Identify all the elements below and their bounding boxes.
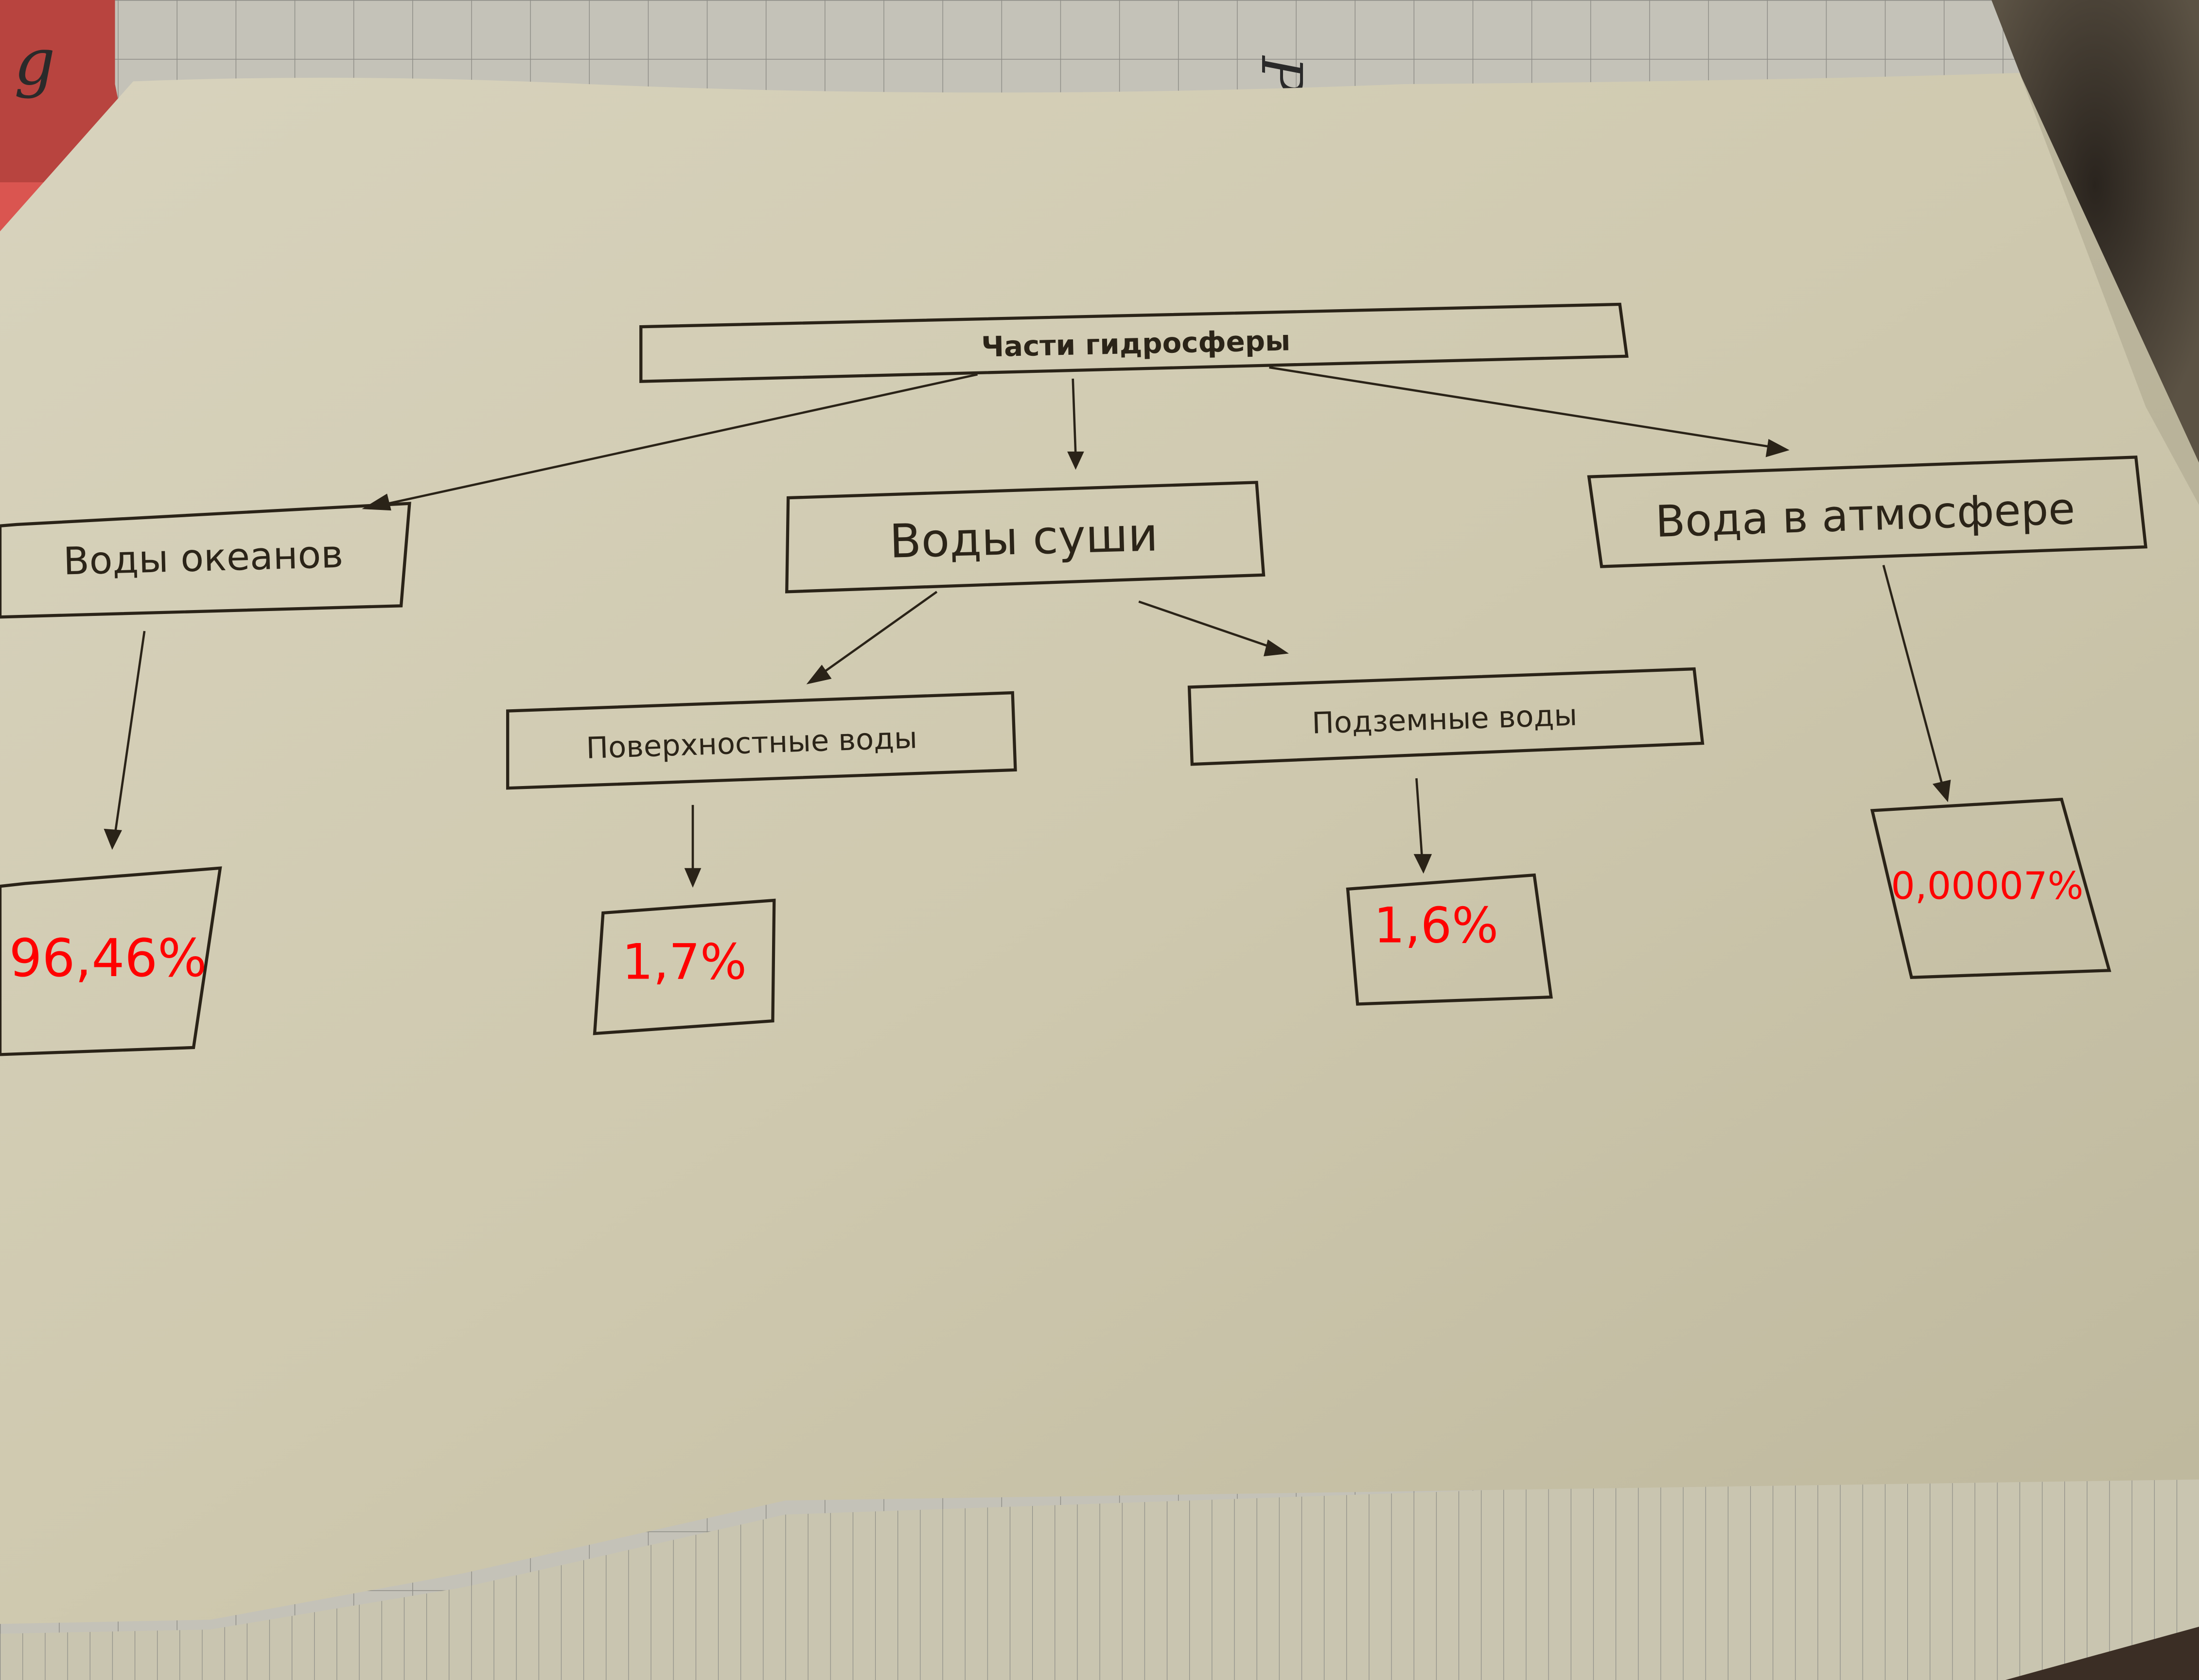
root-box — [639, 302, 1629, 383]
arrow-root-to-land — [1067, 378, 1084, 470]
ground-value-box — [1346, 873, 1553, 1006]
arrow-root-to-atmosphere — [1269, 366, 1790, 457]
atmosphere-box — [1587, 455, 2147, 568]
root-node: Части гидросферы — [639, 302, 1629, 383]
bottom-dark-corner — [2005, 1627, 2199, 1680]
ocean-percentage: 96,46% — [9, 928, 207, 989]
atmosphere-percentage: 0,00007% — [1891, 864, 2083, 908]
ground-label: Подземные воды — [1311, 699, 1578, 741]
hierarchy-diagram: Части гидросферы Воды океанов Воды суши — [0, 302, 2147, 1056]
land-label: Воды суши — [889, 508, 1159, 568]
dark-shadow — [1991, 0, 2199, 463]
ocean-node: Воды океанов — [0, 502, 411, 619]
ocean-value-node: 96,46% — [0, 866, 222, 1056]
arrow-ground-to-value — [1413, 778, 1432, 874]
ocean-box — [0, 502, 411, 619]
arrow-atmosphere-to-value — [1882, 564, 1951, 803]
land-box — [785, 481, 1266, 594]
atmosphere-value-node: 0,00007% — [1870, 798, 2111, 979]
ground-value-node: 1,6% — [1346, 873, 1553, 1006]
root-label: Части гидросферы — [981, 324, 1291, 363]
surface-value-box — [593, 898, 776, 1035]
ocean-label: Воды океанов — [63, 533, 344, 584]
notebook-scribble: g — [14, 25, 55, 100]
arrow-land-to-ground — [1138, 600, 1289, 657]
land-node: Воды суши — [785, 481, 1266, 594]
surface-value-node: 1,7% — [593, 898, 776, 1035]
arrow-ocean-to-value — [104, 630, 146, 850]
surface-percentage: 1,7% — [622, 933, 746, 991]
arrow-land-to-surface — [806, 591, 938, 684]
ocean-value-box — [0, 866, 222, 1056]
ground-percentage: 1,6% — [1374, 897, 1498, 954]
ground-box — [1187, 667, 1705, 766]
ground-node: Подземные воды — [1187, 667, 1705, 766]
atmosphere-value-box — [1870, 798, 2111, 979]
printed-sheet — [0, 73, 2199, 1624]
arrow-surface-to-value — [684, 805, 702, 888]
surface-box — [506, 691, 1017, 790]
sheet-edge-shade — [2019, 73, 2199, 505]
bottom-notebook — [0, 1465, 2199, 1680]
